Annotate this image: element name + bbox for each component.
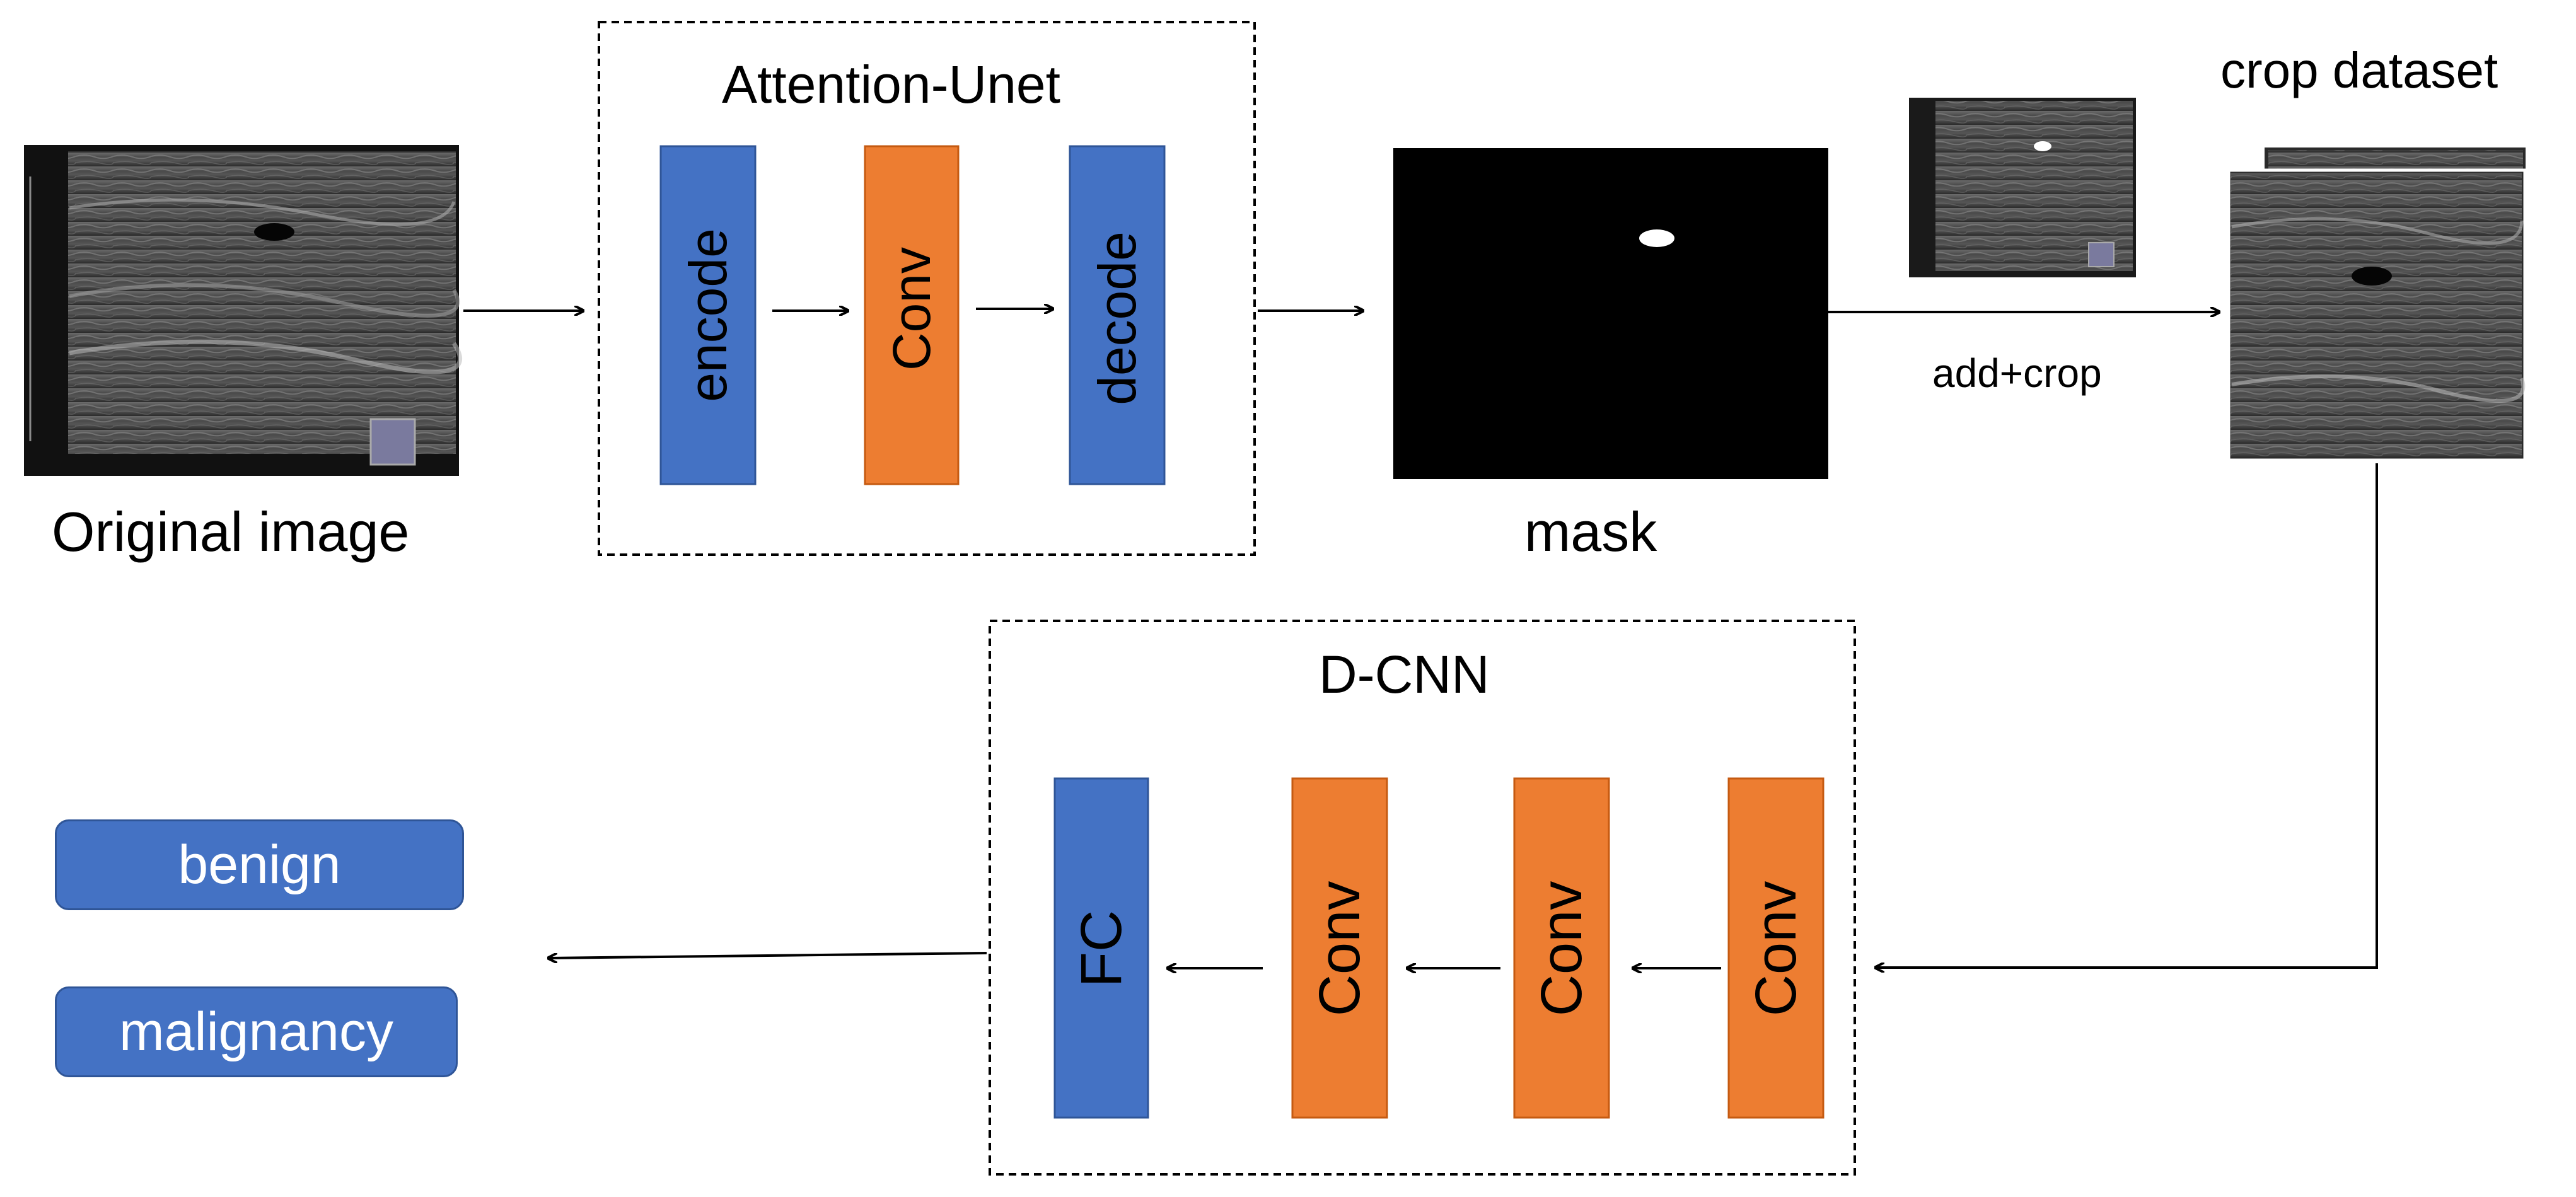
d-cnn-title: D-CNN	[1319, 645, 1490, 704]
mask-image	[1393, 148, 1828, 479]
output-benign: benign	[55, 819, 464, 910]
original-image-label: Original image	[52, 500, 410, 563]
dcnn-conv-3-label: Conv	[1744, 881, 1808, 1017]
dcnn-fc-label: FC	[1069, 910, 1134, 988]
dcnn-block-fc	[1053, 777, 1149, 1119]
dcnn-conv-1-label: Conv	[1308, 881, 1372, 1017]
add-crop-label: add+crop	[1932, 350, 2102, 396]
attention-unet-title: Attention-Unet	[722, 55, 1060, 114]
original-image	[24, 145, 463, 476]
overlay-image	[1909, 98, 2136, 277]
unet-conv-label: Conv	[882, 246, 941, 371]
arrow-crop-to-dcnn	[1876, 463, 2378, 968]
dcnn-conv-2-label: Conv	[1529, 881, 1594, 1017]
d-cnn-box	[989, 620, 1856, 1176]
dcnn-block-conv-1	[1291, 777, 1388, 1119]
unet-block-decode	[1069, 145, 1166, 485]
unet-decode-label: decode	[1088, 231, 1147, 405]
arrow-dcnn-to-output	[548, 952, 987, 958]
mask-label: mask	[1524, 500, 1657, 563]
dcnn-block-conv-3	[1727, 777, 1825, 1119]
dcnn-block-conv-2	[1513, 777, 1610, 1119]
unet-encode-label: encode	[678, 228, 738, 402]
unet-block-conv	[864, 145, 960, 485]
attention-unet-box	[598, 21, 1256, 556]
crop-dataset-stack	[2227, 145, 2528, 462]
crop-dataset-label: crop dataset	[2220, 42, 2498, 98]
unet-block-encode	[659, 145, 757, 485]
output-malignancy: malignancy	[55, 986, 458, 1077]
